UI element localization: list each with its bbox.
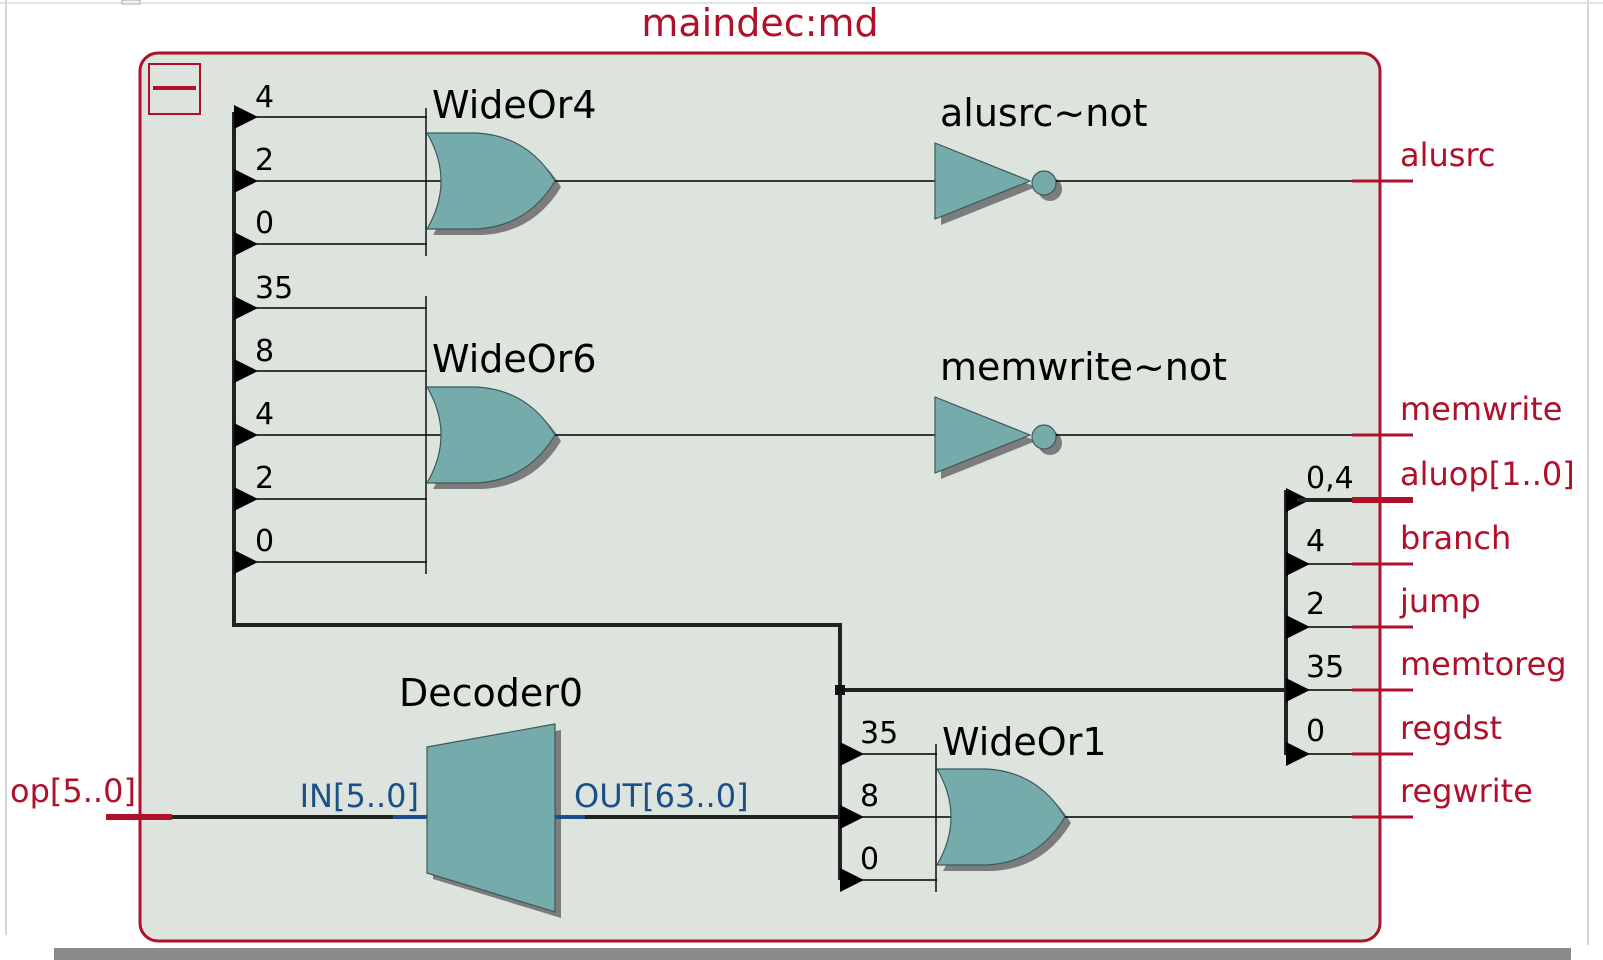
output-port-label: regdst — [1400, 709, 1502, 747]
bus-tap-arrow — [840, 868, 864, 892]
collapse-button[interactable] — [148, 63, 201, 115]
toolbar-button[interactable] — [121, 0, 141, 5]
wideor1-label: WideOr1 — [942, 720, 1107, 764]
wideor1-tap-label: 8 — [860, 779, 879, 814]
output-port-label: alusrc — [1400, 136, 1496, 174]
wideor4-gate[interactable] — [425, 132, 561, 235]
bus-tap-arrow — [234, 169, 258, 193]
wideor1-gate[interactable] — [935, 768, 1071, 871]
output-port-label: memtoreg — [1400, 645, 1567, 683]
bus-tap-arrow — [840, 742, 864, 766]
wideor1-tap-label: 0 — [860, 842, 879, 877]
bus-junction — [835, 685, 845, 695]
module-title: maindec:md — [641, 1, 878, 45]
output-tap-label: 4 — [1306, 524, 1325, 559]
memwrite-inverter-label: memwrite~not — [940, 345, 1227, 389]
output-port-label: branch — [1400, 519, 1511, 557]
wideor6-tap-label: 0 — [255, 524, 274, 559]
op-port-label: op[5..0] — [10, 772, 136, 810]
wideor4-tap-label: 4 — [255, 80, 274, 115]
wideor6-label: WideOr6 — [432, 337, 597, 381]
output-tap-label: 35 — [1306, 650, 1344, 685]
wideor1-input-wires — [840, 742, 960, 892]
wideor1-tap-label: 35 — [860, 716, 898, 751]
memwrite-inverter[interactable] — [934, 396, 1062, 479]
bus-tap-arrow — [234, 232, 258, 256]
output-tap-label: 0 — [1306, 714, 1325, 749]
output-port-stubs — [1352, 179, 1413, 819]
decoder-out-pin: OUT[63..0] — [574, 777, 749, 815]
output-port-label: aluop[1..0] — [1400, 455, 1575, 493]
decoder-in-pin: IN[5..0] — [300, 777, 419, 815]
wideor4-tap-label: 2 — [255, 143, 274, 178]
wideor4-label: WideOr4 — [432, 83, 597, 127]
bus-tap-arrow — [234, 487, 258, 511]
bus-tap-arrow — [840, 805, 864, 829]
output-port-label: memwrite — [1400, 390, 1562, 428]
wideor6-tap-label: 4 — [255, 397, 274, 432]
horizontal-scrollbar[interactable] — [54, 948, 1571, 960]
output-tap-label: 2 — [1306, 587, 1325, 622]
decoder0-block[interactable] — [426, 723, 561, 918]
wideor6-input-wires — [234, 296, 450, 574]
bus-tap-arrow — [234, 423, 258, 447]
alusrc-inverter[interactable] — [934, 142, 1062, 225]
output-port-label: jump — [1399, 582, 1481, 620]
bus-tap-arrow — [234, 105, 258, 129]
decoder0-label: Decoder0 — [399, 671, 583, 715]
wideor4-input-wires — [234, 105, 450, 256]
bus-tap-arrow — [234, 359, 258, 383]
wideor6-tap-label: 35 — [255, 271, 293, 306]
output-tap-label: 0,4 — [1306, 461, 1354, 496]
wideor6-tap-label: 8 — [255, 334, 274, 369]
wideor6-tap-label: 2 — [255, 461, 274, 496]
alusrc-inverter-label: alusrc~not — [940, 91, 1147, 135]
output-port-label: regwrite — [1400, 772, 1533, 810]
wideor6-gate[interactable] — [425, 386, 561, 489]
bus-tap-arrow — [234, 550, 258, 574]
wideor4-tap-label: 0 — [255, 206, 274, 241]
bus-tap-arrow — [234, 296, 258, 320]
